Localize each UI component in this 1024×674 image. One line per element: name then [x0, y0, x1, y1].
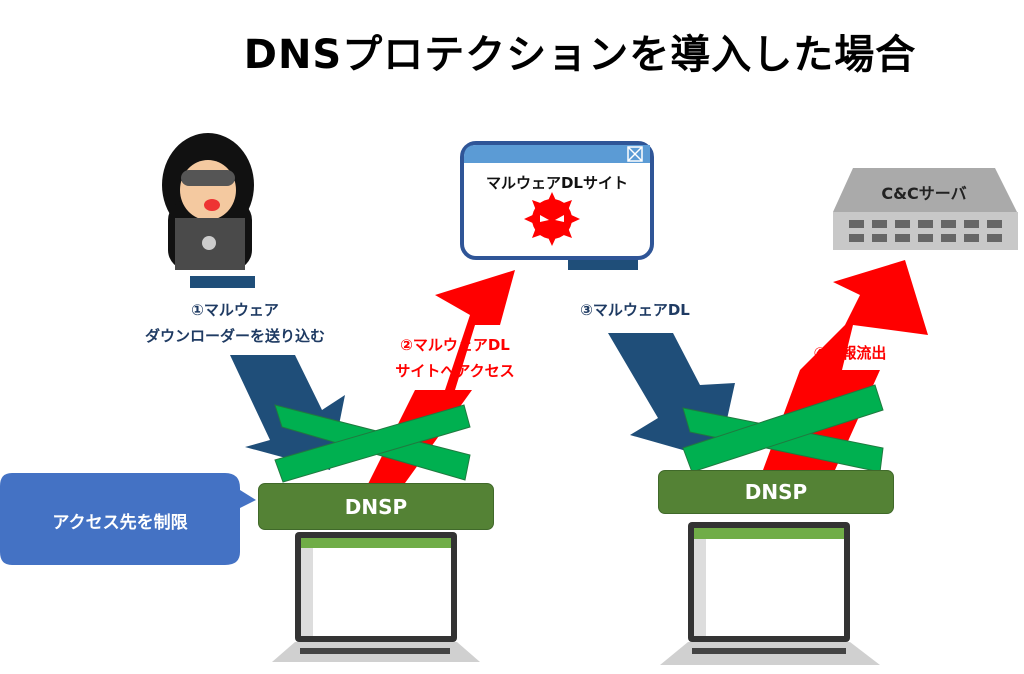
virus-icon	[524, 192, 580, 246]
dnsp-box-left: DNSP	[258, 483, 494, 530]
cc-server-title: C&Cサーバ	[881, 184, 967, 203]
laptop-left-icon	[272, 532, 480, 662]
callout-text: アクセス先を制限	[52, 513, 188, 533]
step1-line1: ①マルウェア	[191, 301, 279, 319]
step1-line2: ダウンローダーを送り込む	[144, 327, 325, 345]
page-title: DNSプロテクションを導入した場合	[243, 32, 917, 78]
malware-site-title: マルウェアDLサイト	[485, 174, 628, 192]
step2-label: ②マルウェアDL サイトへアクセス	[370, 332, 540, 384]
dnsp-box-right: DNSP	[658, 470, 894, 514]
laptop-right-icon	[660, 522, 880, 665]
cc-server-icon	[833, 168, 1018, 250]
step2-line1: ②マルウェアDL	[400, 336, 510, 354]
malware-site-window	[460, 141, 654, 270]
hacker-icon	[162, 133, 255, 288]
callout-shape	[0, 473, 256, 565]
step1-label: ①マルウェア ダウンローダーを送り込む	[110, 297, 360, 349]
step3-label: ③マルウェアDL	[580, 301, 690, 319]
close-icon	[627, 146, 643, 162]
step2-line2: サイトへアクセス	[395, 362, 515, 380]
step4-label: ④情報流出	[813, 344, 887, 362]
block-x-left	[274, 404, 471, 483]
